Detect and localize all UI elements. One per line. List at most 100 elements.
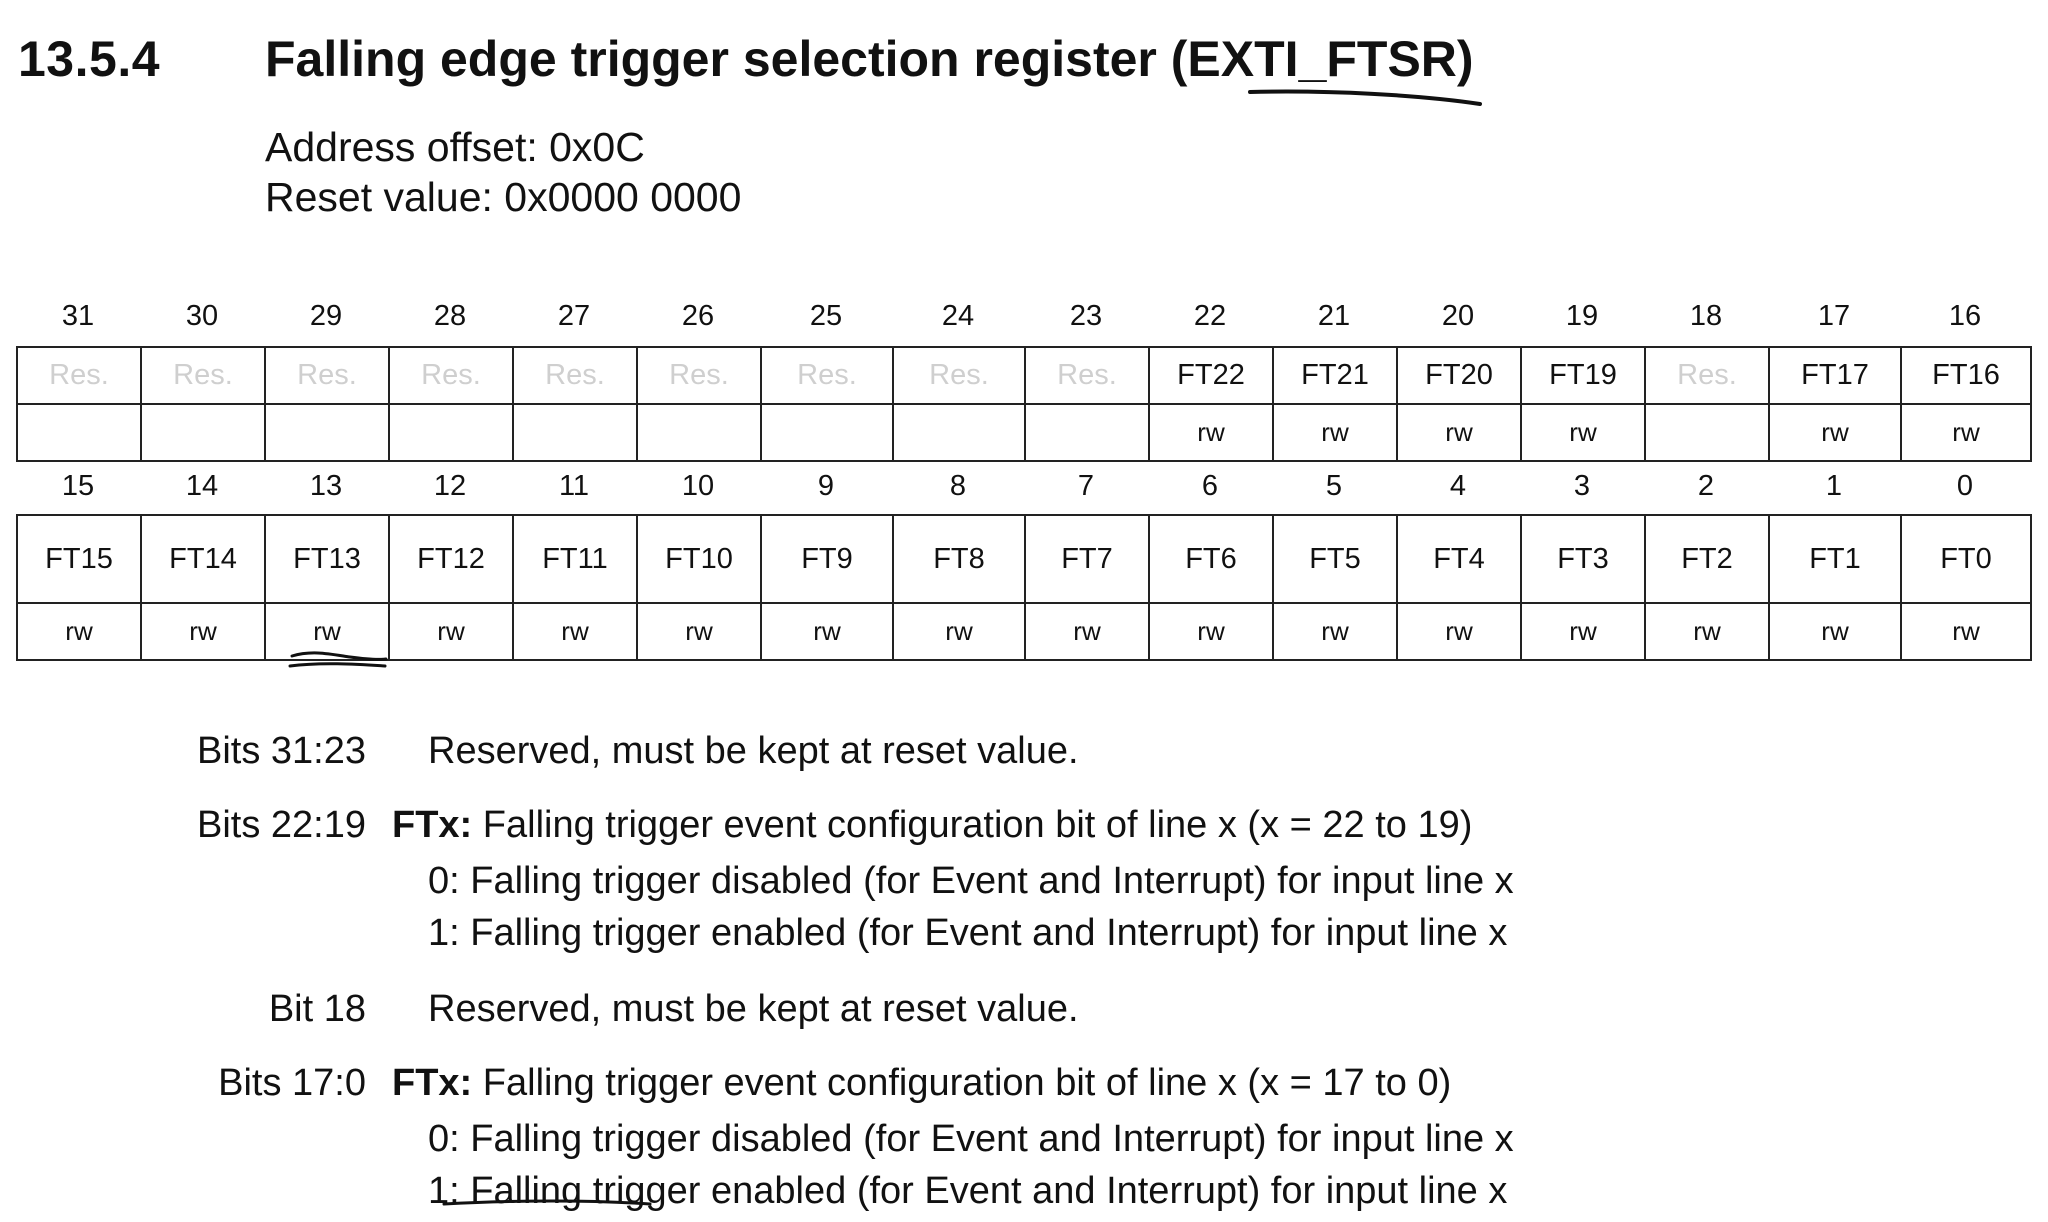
- upper-bit-number: 19: [1565, 300, 1599, 332]
- lower-bit-number: 6: [1201, 470, 1219, 502]
- access-cell: rw: [16, 602, 142, 661]
- bits-17-0-desc: FTx: Falling trigger event configuration…: [392, 1062, 1451, 1105]
- field-cell: FT2: [1644, 514, 1770, 604]
- access-cell: rw: [1272, 602, 1398, 661]
- lower-bit-number: 11: [558, 470, 590, 502]
- upper-bit-number: 21: [1317, 300, 1351, 332]
- access-cell: rw: [1520, 403, 1646, 462]
- access-cell: rw: [1396, 403, 1522, 462]
- access-cell: [264, 403, 390, 462]
- access-cell: rw: [1148, 602, 1274, 661]
- access-cell: rw: [1768, 602, 1902, 661]
- lower-bit-number: 8: [949, 470, 967, 502]
- upper-bit-number: 22: [1193, 300, 1227, 332]
- lower-bit-number: 4: [1449, 470, 1467, 502]
- lower-bit-number: 2: [1697, 470, 1715, 502]
- upper-bit-number: 23: [1069, 300, 1103, 332]
- access-cell: rw: [1520, 602, 1646, 661]
- section-number: 13.5.4: [18, 31, 161, 87]
- lower-bit-number: 13: [309, 470, 343, 502]
- access-cell: [760, 403, 894, 462]
- upper-bit-number: 31: [61, 300, 95, 332]
- access-cell: rw: [1900, 403, 2032, 462]
- access-cell: rw: [892, 602, 1026, 661]
- field-cell: FT0: [1900, 514, 2032, 604]
- access-cell: rw: [1396, 602, 1522, 661]
- address-offset: Address offset: 0x0C: [265, 124, 645, 170]
- upper-bit-number: 27: [557, 300, 591, 332]
- access-cell: [1024, 403, 1150, 462]
- reserved-field-cell: Res.: [16, 346, 142, 405]
- field-cell: FT16: [1900, 346, 2032, 405]
- bits-22-19-desc: FTx: Falling trigger event configuration…: [392, 804, 1472, 847]
- title-underline-mark: [1248, 89, 1482, 106]
- upper-bit-number: 26: [681, 300, 715, 332]
- bits-17-0-field: FTx:: [392, 1062, 473, 1104]
- field-cell: FT10: [636, 514, 762, 604]
- reserved-field-cell: Res.: [264, 346, 390, 405]
- field-cell: FT11: [512, 514, 638, 604]
- bits-22-19-text: Falling trigger event configuration bit …: [472, 804, 1473, 846]
- field-cell: FT19: [1520, 346, 1646, 405]
- field-cell: FT8: [892, 514, 1026, 604]
- reserved-field-cell: Res.: [760, 346, 894, 405]
- field-cell: FT20: [1396, 346, 1522, 405]
- upper-bit-number: 16: [1948, 300, 1982, 332]
- access-cell: rw: [140, 602, 266, 661]
- lower-bit-number: 9: [817, 470, 835, 502]
- reserved-field-cell: Res.: [636, 346, 762, 405]
- reserved-field-cell: Res.: [892, 346, 1026, 405]
- field-cell: FT12: [388, 514, 514, 604]
- access-cell: rw: [1900, 602, 2032, 661]
- access-cell: rw: [264, 602, 390, 661]
- bit-18-text: Reserved, must be kept at reset value.: [428, 988, 1079, 1030]
- bit-18-label: Bit 18: [268, 988, 366, 1030]
- lower-bit-number: 12: [433, 470, 467, 502]
- upper-bit-number: 25: [809, 300, 843, 332]
- bits-17-0-text: Falling trigger event configuration bit …: [472, 1062, 1452, 1104]
- access-cell: [388, 403, 514, 462]
- access-cell: [636, 403, 762, 462]
- ft13-strike-mark-2: [288, 662, 387, 668]
- upper-bit-number: 24: [941, 300, 975, 332]
- field-cell: FT4: [1396, 514, 1522, 604]
- access-cell: rw: [1644, 602, 1770, 661]
- upper-bit-number: 17: [1817, 300, 1851, 332]
- access-cell: rw: [1768, 403, 1902, 462]
- access-cell: rw: [636, 602, 762, 661]
- access-cell: [16, 403, 142, 462]
- access-cell: rw: [1024, 602, 1150, 661]
- reserved-field-cell: Res.: [140, 346, 266, 405]
- reset-value: Reset value: 0x0000 0000: [265, 174, 742, 220]
- lower-bit-number: 10: [681, 470, 715, 502]
- upper-bit-number: 20: [1441, 300, 1475, 332]
- field-cell: FT17: [1768, 346, 1902, 405]
- section-title: Falling edge trigger selection register …: [265, 31, 1474, 87]
- field-cell: FT3: [1520, 514, 1646, 604]
- field-cell: FT22: [1148, 346, 1274, 405]
- field-cell: FT1: [1768, 514, 1902, 604]
- access-cell: [1644, 403, 1770, 462]
- lower-bit-number: 15: [61, 470, 95, 502]
- bits-22-19-label: Bits 22:19: [197, 804, 366, 846]
- lower-bit-number: 5: [1325, 470, 1343, 502]
- field-cell: FT15: [16, 514, 142, 604]
- field-cell: FT6: [1148, 514, 1274, 604]
- lower-bit-number: 3: [1573, 470, 1591, 502]
- bits-17-0-opt1: 1: Falling trigger enabled (for Event an…: [428, 1170, 1508, 1212]
- reserved-field-cell: Res.: [1024, 346, 1150, 405]
- lower-bit-number: 0: [1956, 470, 1974, 502]
- bits-31-23-label: Bits 31:23: [197, 730, 366, 772]
- bits-17-0-opt0: 0: Falling trigger disabled (for Event a…: [428, 1118, 1514, 1160]
- access-cell: rw: [512, 602, 638, 661]
- upper-bit-number: 28: [433, 300, 467, 332]
- lower-bit-number: 1: [1825, 470, 1843, 502]
- reserved-field-cell: Res.: [388, 346, 514, 405]
